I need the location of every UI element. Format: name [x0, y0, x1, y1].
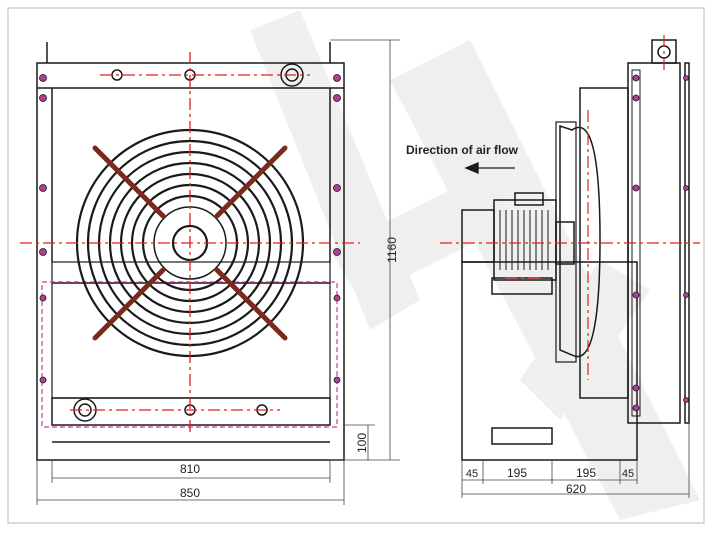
- side-dimension-lines: [461, 423, 690, 498]
- left-arrow-icon: [464, 162, 515, 174]
- side-centerlines: [440, 35, 700, 380]
- front-dimension-lines: [36, 39, 400, 505]
- dim-base-height: 100: [355, 433, 369, 453]
- motor-icon: [499, 210, 549, 270]
- dim-side-seg-1: 45: [466, 468, 478, 480]
- dim-side-seg-4: 45: [622, 468, 634, 480]
- drawing-border: [7, 7, 705, 524]
- dim-total-height: 1160: [385, 237, 399, 263]
- dim-side-total: 620: [566, 482, 586, 496]
- guard-struts: [92, 145, 288, 341]
- dim-side-seg-3: 195: [576, 466, 596, 480]
- front-bolts: [39, 74, 341, 384]
- front-centerlines: [20, 52, 360, 432]
- side-bolts: [632, 74, 689, 412]
- dim-side-seg-2: 195: [507, 466, 527, 480]
- dim-inner-width: 810: [180, 462, 200, 476]
- dim-total-width: 850: [180, 486, 200, 500]
- air-flow-label: Direction of air flow: [406, 143, 519, 157]
